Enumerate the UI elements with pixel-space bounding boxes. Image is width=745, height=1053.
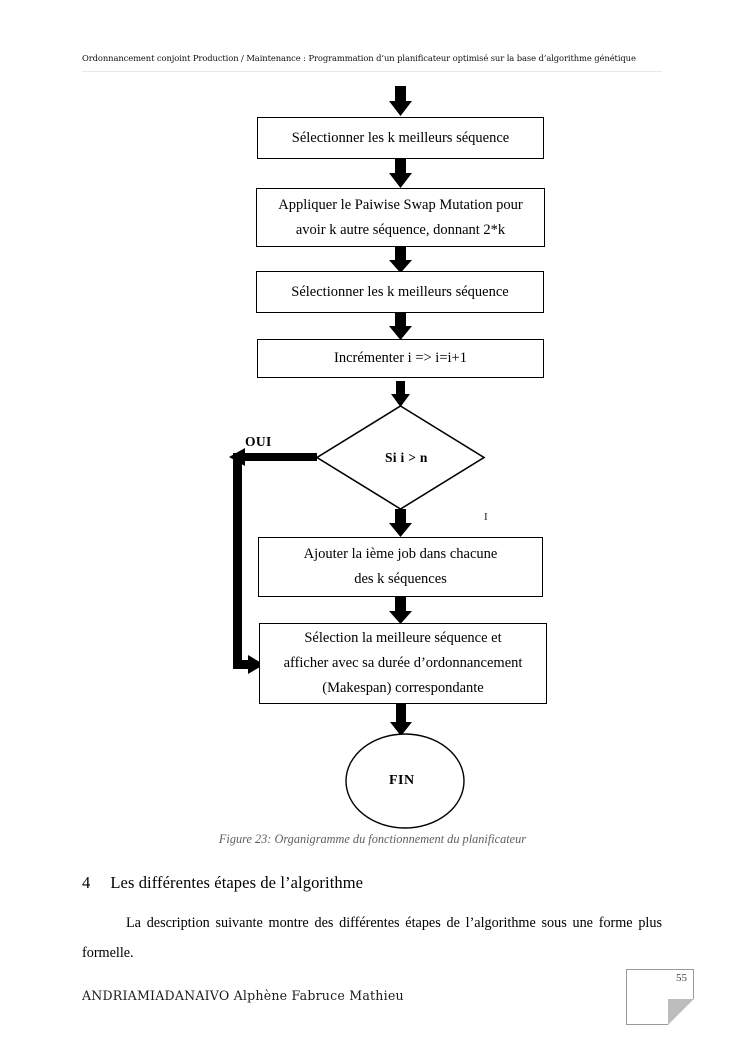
- stray-caret-mark: I: [484, 511, 488, 523]
- flow-node-line: Sélectionner les k meilleurs séquence: [291, 129, 510, 146]
- terminal-label-fin: FIN: [389, 773, 415, 788]
- flow-node-line: Incrémenter i => i=i+1: [334, 350, 467, 366]
- decision-label: Si i > n: [385, 450, 428, 465]
- section-number: 4: [82, 873, 91, 892]
- flowchart-figure: Sélectionner les k meilleurs séquence Ap…: [229, 86, 547, 829]
- flow-node-line: (Makespan) correspondante: [322, 680, 484, 696]
- flow-node-select-k-best-1: Sélectionner les k meilleurs séquence: [257, 117, 544, 159]
- flow-node-increment-i: Incrémenter i => i=i+1: [257, 339, 544, 378]
- flow-node-line: afficher avec sa durée d’ordonnancement: [283, 655, 523, 671]
- flow-node-line: des k séquences: [354, 571, 447, 587]
- flow-node-select-best-display: Sélection la meilleure séquence et affic…: [259, 623, 547, 704]
- header-rule: [82, 71, 662, 72]
- figure-caption: Figure 23: Organigramme du fonctionnemen…: [218, 832, 527, 846]
- branch-label-oui: OUI: [245, 434, 272, 449]
- section-title: Les différentes étapes de l’algorithme: [110, 873, 364, 892]
- flow-node-line: Sélection la meilleure séquence et: [304, 630, 502, 646]
- body-paragraph: La description suivante montre des diffé…: [82, 915, 662, 961]
- page-corner-fold-edge: [668, 999, 694, 1025]
- flow-node-line: Sélectionner les k meilleurs séquence: [291, 283, 509, 300]
- flowchart-connectors: [229, 86, 486, 829]
- flow-node-pairwise-swap-mutation: Appliquer le Paiwise Swap Mutation pour …: [256, 188, 545, 247]
- flow-node-line: Appliquer le Paiwise Swap Mutation pour: [278, 196, 523, 213]
- terminal-ellipse-fin: [345, 733, 465, 829]
- flow-node-line: avoir k autre séquence, donnant 2*k: [295, 221, 506, 238]
- section-heading: 4 Les différentes étapes de l’algorithme: [82, 873, 363, 893]
- page-number-box: 55: [626, 969, 694, 1025]
- flow-node-select-k-best-2: Sélectionner les k meilleurs séquence: [256, 271, 544, 313]
- flow-node-line: Ajouter la ième job dans chacune: [303, 546, 498, 562]
- page-number: 55: [676, 972, 687, 984]
- running-header: Ordonnancement conjoint Production / Mai…: [82, 53, 636, 63]
- flow-node-add-ith-job: Ajouter la ième job dans chacune des k s…: [258, 537, 543, 597]
- footer-author: ANDRIAMIADANAIVO Alphène Fabruce Mathieu: [82, 988, 404, 1003]
